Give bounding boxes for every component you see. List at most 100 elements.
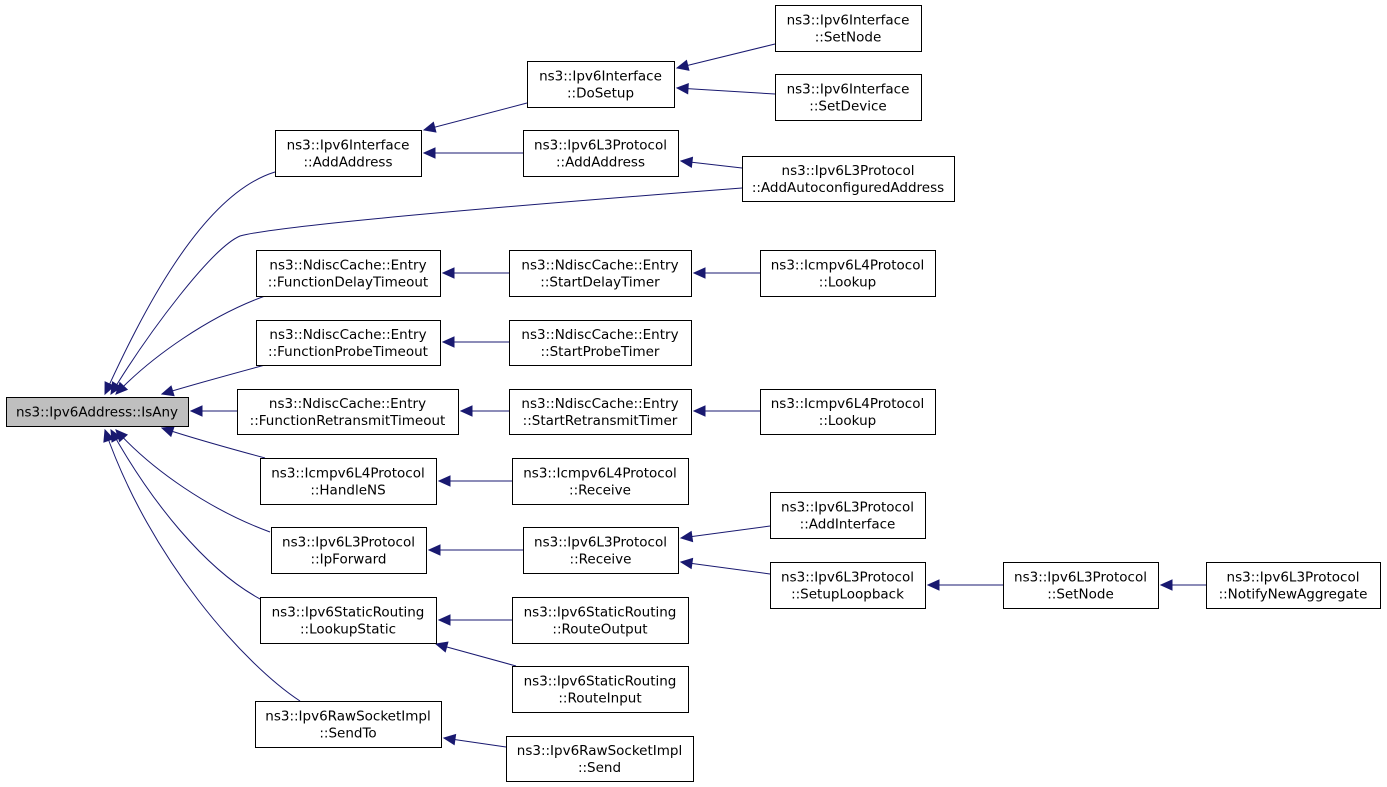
edge-line (110, 429, 263, 601)
node-l3-notify[interactable]: ns3::Ipv6L3Protocol::NotifyNewAggregate (1206, 562, 1381, 609)
node-label-line: ::FunctionDelayTimeout (268, 275, 428, 291)
node-nd-fretx[interactable]: ns3::NdiscCache::Entry::FunctionRetransm… (237, 389, 459, 435)
node-isany[interactable]: ns3::Ipv6Address::IsAny (6, 397, 189, 427)
edge-nd_fdelay-to-isany (115, 295, 266, 395)
node-box (6, 397, 189, 427)
arrowhead (441, 336, 455, 348)
edge-line (680, 525, 771, 539)
node-label-line: ns3::NdiscCache::Entry (269, 327, 426, 343)
node-box (256, 250, 441, 297)
node-label-line: ::SetNode (1047, 587, 1114, 603)
node-nd-fdelay[interactable]: ns3::NdiscCache::Entry::FunctionDelayTim… (256, 250, 441, 297)
arrowhead (459, 405, 473, 417)
node-label-line: ::NotifyNewAggregate (1219, 587, 1368, 603)
node-if-setdevice[interactable]: ns3::Ipv6Interface::SetDevice (775, 74, 922, 121)
node-nd-sprobe[interactable]: ns3::NdiscCache::Entry::StartProbeTimer (509, 320, 692, 366)
node-box (775, 5, 922, 52)
node-sr-routeinput[interactable]: ns3::Ipv6StaticRouting::RouteInput (512, 666, 689, 713)
node-label-line: ns3::Ipv6Interface (539, 69, 662, 85)
node-box (275, 130, 422, 177)
node-label-line: ns3::Ipv6StaticRouting (524, 605, 677, 621)
arrowhead (437, 475, 451, 487)
edge-if_setdevice-to-if_dosetup (675, 82, 776, 95)
node-l3-addauto[interactable]: ns3::Ipv6L3Protocol::AddAutoconfiguredAd… (742, 156, 955, 202)
node-label-line: ns3::Ipv6L3Protocol (534, 138, 667, 154)
node-label-line: ns3::Ipv6L3Protocol (781, 570, 914, 586)
node-if-addaddress[interactable]: ns3::Ipv6Interface::AddAddress (275, 130, 422, 177)
node-label-line: ::Lookup (819, 275, 876, 291)
node-label-line: ::StartProbeTimer (541, 344, 660, 360)
arrowhead (160, 385, 175, 397)
node-label-line: ::IpForward (311, 552, 387, 568)
node-box (770, 562, 926, 609)
node-box (523, 527, 679, 574)
node-label-line: ns3::Ipv6Interface (787, 82, 910, 98)
arrowhead (434, 641, 449, 653)
node-nd-sretx[interactable]: ns3::NdiscCache::Entry::StartRetransmitT… (509, 389, 692, 435)
node-icmp-handlens[interactable]: ns3::Icmpv6L4Protocol::HandleNS (260, 458, 437, 505)
node-label-line: ns3::Icmpv6L4Protocol (523, 466, 677, 482)
node-nd-fprobe[interactable]: ns3::NdiscCache::Entry::FunctionProbeTim… (256, 320, 441, 366)
arrowhead (679, 530, 694, 543)
node-label-line: ::FunctionRetransmitTimeout (250, 413, 446, 429)
edge-l3_setnode-to-l3_setuploopback (926, 579, 1003, 591)
node-raw-sendto[interactable]: ns3::Ipv6RawSocketImpl::SendTo (255, 701, 442, 748)
edge-raw_sendto-to-isany (103, 428, 301, 702)
edge-icmp_handlens-to-isany (160, 426, 266, 459)
node-sr-lookupstatic[interactable]: ns3::Ipv6StaticRouting::LookupStatic (260, 597, 437, 644)
edge-line (676, 87, 776, 95)
edge-if_dosetup-to-if_addaddress (422, 102, 528, 133)
edge-l3_addaddress-to-if_addaddress (422, 147, 523, 159)
node-box (237, 389, 459, 435)
node-label-line: ns3::Ipv6L3Protocol (1227, 570, 1360, 586)
node-box (509, 389, 692, 435)
node-label-line: ns3::Icmpv6L4Protocol (271, 466, 425, 482)
node-label-line: ::AddAddress (556, 155, 645, 171)
arrowhead (692, 405, 706, 417)
node-sr-routeoutput[interactable]: ns3::Ipv6StaticRouting::RouteOutput (512, 597, 689, 644)
node-l3-setnode[interactable]: ns3::Ipv6L3Protocol::SetNode (1003, 562, 1159, 609)
edge-l3_addinterface-to-l3_receive (679, 525, 771, 543)
node-label-line: ::DoSetup (567, 86, 634, 102)
node-label-line: ::RouteOutput (552, 622, 647, 638)
node-l3-addaddress[interactable]: ns3::Ipv6L3Protocol::AddAddress (523, 130, 679, 177)
node-l3-setuploopback[interactable]: ns3::Ipv6L3Protocol::SetupLoopback (770, 562, 926, 609)
node-l3-receive[interactable]: ns3::Ipv6L3Protocol::Receive (523, 527, 679, 574)
node-label-line: ns3::NdiscCache::Entry (521, 327, 678, 343)
edge-line (115, 429, 271, 533)
node-label-line: ns3::Ipv6RawSocketImpl (265, 709, 430, 725)
edge-line (104, 429, 301, 702)
node-label-line: ns3::Ipv6Address::IsAny (16, 405, 178, 421)
edge-l3_addauto-to-l3_addaddress (679, 156, 743, 169)
node-icmp-lookup1[interactable]: ns3::Icmpv6L4Protocol::Lookup (760, 250, 936, 297)
node-box (260, 458, 437, 505)
node-label-line: ::SendTo (319, 726, 376, 742)
node-label-line: ::LookupStatic (300, 622, 396, 638)
node-l3-addinterface[interactable]: ns3::Ipv6L3Protocol::AddInterface (770, 492, 926, 539)
node-nd-sdelay[interactable]: ns3::NdiscCache::Entry::StartDelayTimer (509, 250, 692, 297)
node-label-line: ns3::NdiscCache::Entry (521, 396, 678, 412)
node-label-line: ::FunctionProbeTimeout (268, 344, 428, 360)
node-if-setnode[interactable]: ns3::Ipv6Interface::SetNode (775, 5, 922, 52)
edge-sr_routeinput-to-sr_lookupstatic (434, 641, 517, 667)
edges-layer (103, 43, 1206, 748)
edge-l3_ipforward-to-isany (115, 429, 271, 533)
node-label-line: ns3::NdiscCache::Entry (269, 258, 426, 274)
node-icmp-lookup2[interactable]: ns3::Icmpv6L4Protocol::Lookup (760, 389, 936, 435)
arrowhead (427, 544, 441, 556)
node-l3-ipforward[interactable]: ns3::Ipv6L3Protocol::IpForward (271, 527, 427, 574)
node-label-line: ::AddAddress (304, 155, 393, 171)
node-label-line: ::RouteInput (558, 691, 641, 707)
node-box (512, 666, 689, 713)
node-icmp-receive[interactable]: ns3::Icmpv6L4Protocol::Receive (512, 458, 689, 505)
arrowhead (692, 267, 706, 279)
node-box (760, 389, 936, 435)
arrowhead (442, 733, 457, 746)
node-if-dosetup[interactable]: ns3::Ipv6Interface::DoSetup (527, 61, 675, 108)
node-box (523, 130, 679, 177)
arrowhead (115, 381, 129, 395)
edge-line (115, 295, 266, 395)
node-raw-send[interactable]: ns3::Ipv6RawSocketImpl::Send (506, 736, 694, 782)
arrowhead (675, 82, 689, 95)
